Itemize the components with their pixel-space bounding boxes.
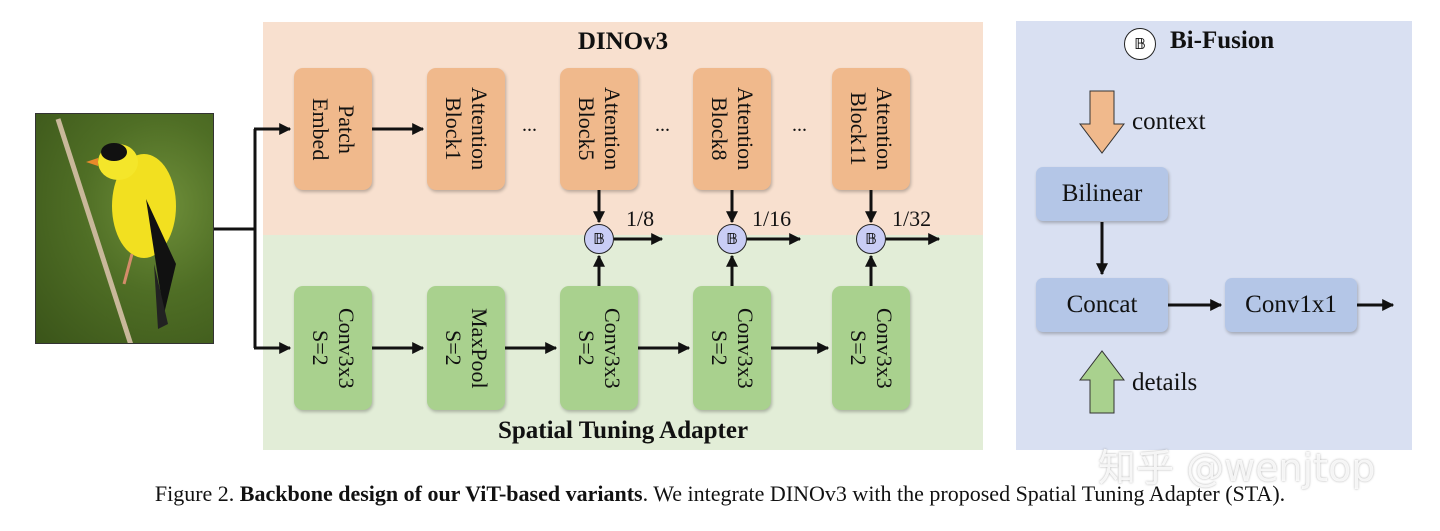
bilinear-block: Bilinear: [1036, 167, 1168, 221]
scale-label-1-8: 1/8: [626, 206, 655, 231]
bi-fusion-panel: [1016, 21, 1412, 450]
figure-caption: Figure 2. Backbone design of our ViT-bas…: [0, 481, 1440, 507]
concat-label: Concat: [1066, 291, 1138, 318]
bi-fusion-title: Bi-Fusion: [1170, 27, 1275, 54]
attention-block1: Attention Block1: [427, 68, 505, 190]
attention-block8-label: Attention Block8: [707, 87, 758, 171]
bi-fusion-title-icon: 𝔹: [1124, 28, 1156, 60]
conv3x3-label-2: Conv3x3 S=2: [574, 307, 625, 389]
dinov3-title: DINOv3: [577, 28, 669, 55]
watermark: 知乎 @wenjtop: [1098, 446, 1376, 490]
caption-bold: Backbone design of our ViT-based variant…: [239, 481, 643, 506]
conv1x1-block: Conv1x1: [1225, 278, 1357, 332]
scale-label-1-16: 1/16: [752, 206, 792, 231]
conv3x3-block-3: Conv3x3 S=2: [693, 286, 771, 410]
context-label: context: [1132, 108, 1206, 135]
maxpool-label: MaxPool S=2: [441, 307, 492, 389]
ellipsis-3: ...: [792, 114, 807, 136]
maxpool-block: MaxPool S=2: [427, 286, 505, 410]
bi-fusion-node-1: 𝔹: [584, 224, 614, 254]
conv3x3-label-1: Conv3x3 S=2: [308, 307, 359, 389]
sta-title: Spatial Tuning Adapter: [497, 417, 749, 444]
attention-block8: Attention Block8: [693, 68, 771, 190]
caption-rest: . We integrate DINOv3 with the proposed …: [642, 481, 1286, 506]
attention-block5-label: Attention Block5: [574, 87, 625, 171]
scale-label-1-32: 1/32: [892, 206, 932, 231]
bi-fusion-node-2: 𝔹: [717, 224, 747, 254]
attention-block1-label: Attention Block1: [441, 87, 492, 171]
input-bird-image: [35, 113, 214, 344]
patch-embed-label: Patch Embed: [308, 97, 359, 161]
patch-embed-block: Patch Embed: [294, 68, 372, 190]
conv3x3-block-2: Conv3x3 S=2: [560, 286, 638, 410]
conv3x3-block-1: Conv3x3 S=2: [294, 286, 372, 410]
details-label: details: [1132, 369, 1198, 396]
bi-fusion-node-3: 𝔹: [856, 224, 886, 254]
conv1x1-label: Conv1x1: [1245, 291, 1337, 318]
attention-block11-label: Attention Block11: [846, 87, 897, 171]
ellipsis-1: ...: [522, 114, 537, 136]
attention-block11: Attention Block11: [832, 68, 910, 190]
attention-block5: Attention Block5: [560, 68, 638, 190]
ellipsis-2: ...: [655, 114, 670, 136]
bilinear-label: Bilinear: [1061, 180, 1143, 207]
conv3x3-label-4: Conv3x3 S=2: [846, 307, 897, 389]
conv3x3-block-4: Conv3x3 S=2: [832, 286, 910, 410]
caption-prefix: Figure 2.: [154, 481, 240, 506]
conv3x3-label-3: Conv3x3 S=2: [707, 307, 758, 389]
concat-block: Concat: [1036, 278, 1168, 332]
